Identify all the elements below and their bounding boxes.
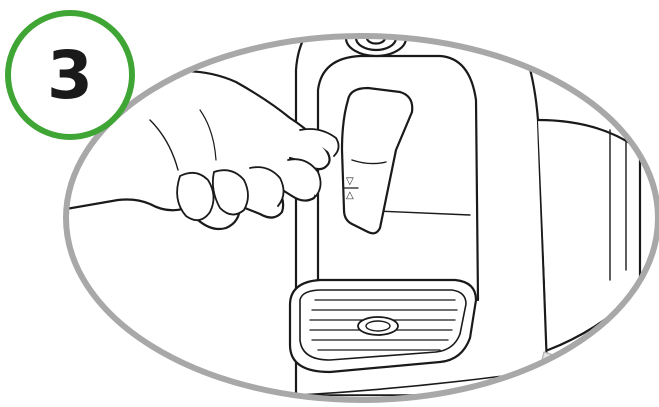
step-badge: 3 [8,13,132,137]
power-cord [540,352,659,393]
spout-up-arrow: △ [346,190,354,201]
magnified-detail: ▽ △ [60,0,659,395]
drip-tray [290,280,476,372]
step-number: 3 [47,37,93,114]
spout-down-arrow: ▽ [346,176,354,187]
